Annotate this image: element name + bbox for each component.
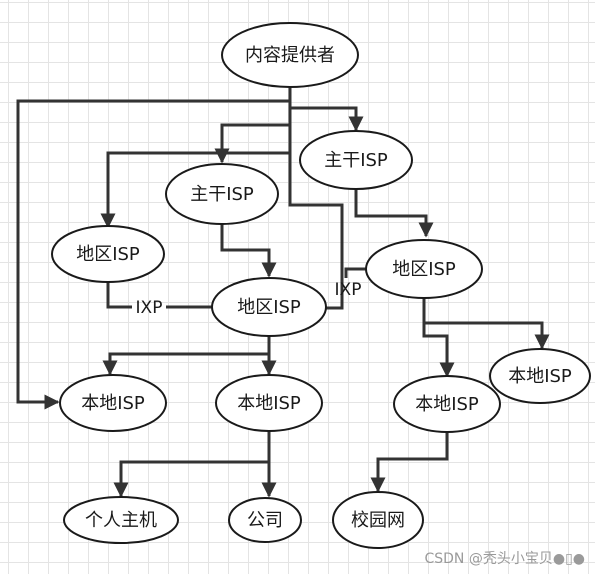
node-content-provider: 内容提供者 (221, 22, 359, 88)
ixp-label-left: IXP (136, 298, 163, 318)
node-local-isp-right-low-label: 本地ISP (415, 394, 479, 415)
edge-provider-to-ixp-right (288, 101, 344, 310)
node-campus-network: 校园网 (332, 491, 424, 549)
node-company-label: 公司 (247, 510, 283, 531)
node-backbone-isp-right: 主干ISP (299, 130, 413, 190)
node-personal-host: 个人主机 (63, 496, 179, 544)
node-backbone-isp-left: 主干ISP (165, 163, 279, 225)
edge-local-center-to-personal-host (113, 430, 271, 498)
ixp-label-right: IXP (335, 280, 362, 300)
node-local-isp-right-high: 本地ISP (489, 348, 591, 404)
edge-regional-right-to-local-isp-right-low (422, 298, 455, 378)
node-local-isp-right-low: 本地ISP (393, 375, 501, 433)
edge-backbone-left-to-regional-center (220, 224, 277, 278)
edge-regional-right-to-local-isp-right-high (422, 298, 550, 350)
node-local-isp-center-label: 本地ISP (237, 393, 301, 414)
node-local-isp-left-label: 本地ISP (81, 393, 145, 414)
node-personal-host-label: 个人主机 (85, 510, 157, 531)
node-regional-isp-right: 地区ISP (365, 239, 483, 299)
node-regional-isp-left: 地区ISP (51, 225, 165, 283)
node-regional-isp-center: 地区ISP (211, 277, 327, 337)
edge-backbone-right-to-regional-right (354, 189, 434, 238)
watermark: CSDN @秃头小宝贝●▯● (424, 551, 585, 567)
edge-provider-to-local-isp-left (16, 88, 292, 410)
node-company: 公司 (228, 497, 302, 543)
edge-regional-left-to-ixp-left (106, 281, 132, 309)
node-backbone-isp-left-label: 主干ISP (190, 184, 254, 205)
edge-provider-to-backbone-isp-right (288, 101, 364, 132)
edge-local-right-to-campus (370, 432, 449, 493)
node-local-isp-right-high-label: 本地ISP (508, 366, 572, 387)
node-local-isp-center: 本地ISP (215, 374, 323, 432)
node-regional-isp-right-label: 地区ISP (392, 259, 456, 280)
node-backbone-isp-right-label: 主干ISP (324, 150, 388, 171)
node-regional-isp-center-label: 地区ISP (237, 297, 301, 318)
node-local-isp-left: 本地ISP (59, 374, 167, 432)
edges (16, 88, 550, 498)
edge-ixp-right-to-regional-right (344, 267, 366, 278)
node-campus-network-label: 校园网 (351, 510, 405, 531)
node-content-provider-label: 内容提供者 (245, 45, 335, 66)
node-regional-isp-left-label: 地区ISP (76, 244, 140, 265)
edge-regional-center-to-local-isp-left (102, 336, 271, 376)
